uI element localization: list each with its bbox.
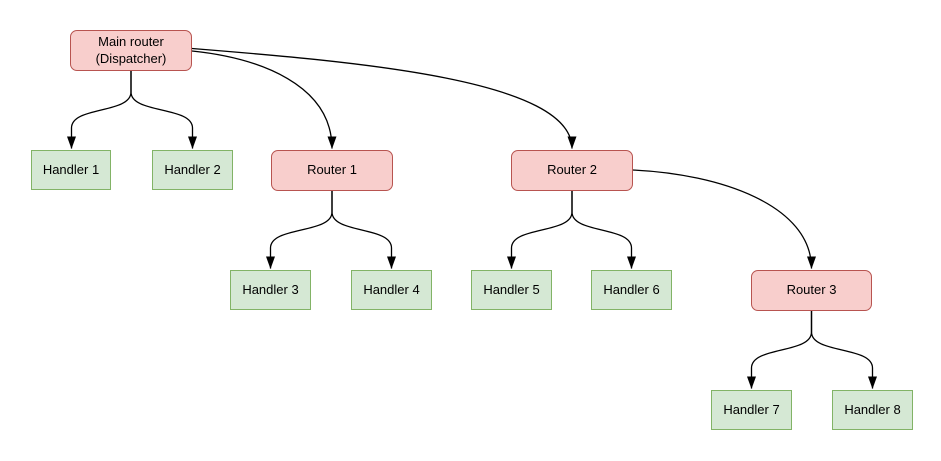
node-handler-3-label: Handler 3: [242, 281, 299, 297]
node-handler-8-label: Handler 8: [844, 401, 901, 417]
node-handler-1: Handler 1: [31, 150, 111, 190]
node-handler-6: Handler 6: [591, 270, 672, 310]
edge-router-1-to-handler-3: [266, 191, 333, 269]
edge-main-to-handler-2: [130, 71, 197, 149]
node-handler-7: Handler 7: [711, 390, 792, 430]
edge-main-to-router-2: [191, 47, 577, 149]
node-handler-4: Handler 4: [351, 270, 432, 310]
node-handler-5: Handler 5: [471, 270, 552, 310]
edge-router-2-to-handler-6: [571, 191, 636, 269]
edge-main-to-handler-1: [67, 71, 132, 149]
node-handler-4-label: Handler 4: [363, 281, 420, 297]
node-router-3-label: Router 3: [786, 282, 837, 298]
edge-main-to-router-1: [191, 50, 337, 149]
node-router-1: Router 1: [271, 150, 393, 191]
node-main-router-label: Main router (Dispatcher): [95, 34, 167, 66]
node-handler-7-label: Handler 7: [723, 401, 780, 417]
node-router-1-label: Router 1: [307, 162, 357, 178]
node-handler-8: Handler 8: [832, 390, 913, 430]
node-router-2: Router 2: [511, 150, 633, 191]
node-handler-2: Handler 2: [152, 150, 233, 190]
node-router-2-label: Router 2: [547, 162, 597, 178]
edge-router-3-to-handler-8: [810, 311, 877, 389]
node-handler-3: Handler 3: [230, 270, 311, 310]
node-main-router: Main router (Dispatcher): [70, 30, 192, 71]
edge-router-1-to-handler-4: [331, 191, 396, 269]
edge-router-2-to-router-3: [632, 169, 816, 269]
edge-router-2-to-handler-5: [507, 191, 573, 269]
node-router-3: Router 3: [751, 270, 872, 311]
node-handler-5-label: Handler 5: [483, 281, 540, 297]
node-handler-2-label: Handler 2: [164, 161, 221, 177]
edge-router-3-to-handler-7: [747, 311, 813, 389]
node-handler-1-label: Handler 1: [42, 161, 100, 177]
node-handler-6-label: Handler 6: [603, 281, 660, 297]
